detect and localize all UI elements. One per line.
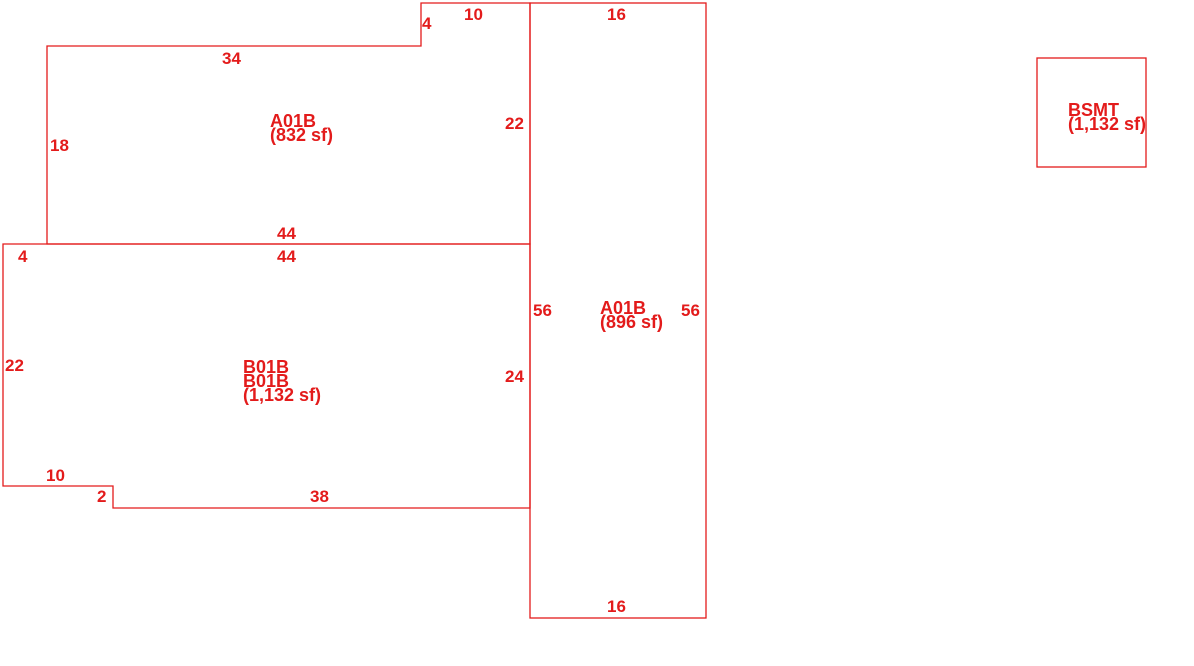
- area-code-a01b-upper: A01B: [270, 111, 316, 131]
- area-code-bsmt: BSMT: [1068, 100, 1119, 120]
- area-outline-a01b-right: [529, 2, 707, 619]
- dimension-right-left: 56: [533, 301, 552, 320]
- dimension-upper-left: 18: [50, 136, 69, 155]
- dimension-upper-bottom: 44: [277, 224, 296, 243]
- area-size-a01b-upper: (832 sf): [270, 125, 333, 145]
- dimension-upper-right: 22: [505, 114, 524, 133]
- area-code-b01b: B01B: [243, 357, 289, 377]
- dimension-right-bottom: 16: [607, 597, 626, 616]
- dimension-lower-step: 2: [97, 487, 106, 506]
- area-outline-bsmt: [1036, 57, 1147, 168]
- area-code-b01b-duplicate: B01B: [243, 371, 289, 391]
- dimension-lower-bottom-left: 10: [46, 466, 65, 485]
- dimension-right-top: 16: [607, 5, 626, 24]
- area-size-b01b: (1,132 sf): [243, 385, 321, 405]
- dimension-upper-top: 34: [222, 49, 241, 68]
- dimension-lower-right: 24: [505, 367, 524, 386]
- dimension-lower-left-top: 4: [18, 247, 28, 266]
- dimension-right-right: 56: [681, 301, 700, 320]
- area-size-a01b-right: (896 sf): [600, 312, 663, 332]
- dimension-upper-step-vertical: 4: [422, 14, 432, 33]
- dimension-lower-top: 44: [277, 247, 296, 266]
- dimension-upper-step-top: 10: [464, 5, 483, 24]
- dimension-lower-bottom: 38: [310, 487, 329, 506]
- dimension-lower-left: 22: [5, 356, 24, 375]
- area-code-a01b-right: A01B: [600, 298, 646, 318]
- area-size-bsmt: (1,132 sf): [1068, 114, 1146, 134]
